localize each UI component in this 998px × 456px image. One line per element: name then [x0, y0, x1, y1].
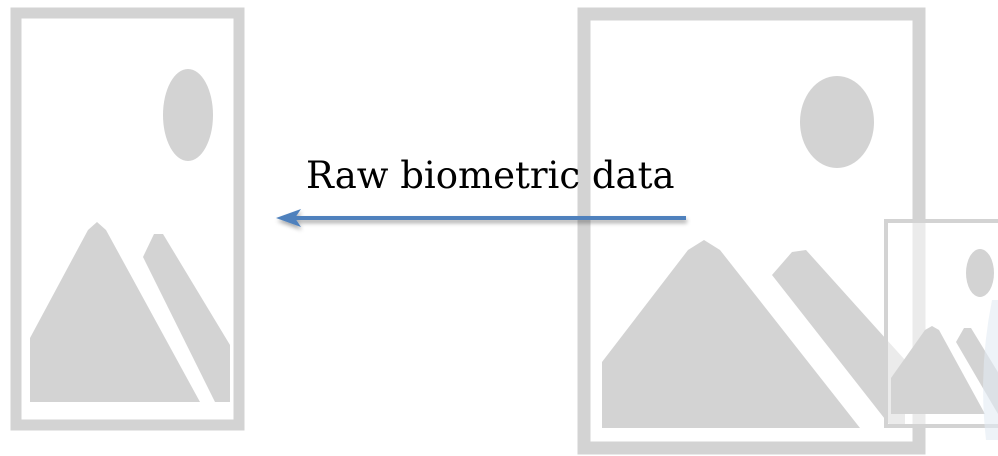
overlay-placeholder-mountain-large — [891, 326, 985, 414]
left-placeholder-mountain-small — [143, 234, 230, 402]
left-placeholder-sun — [163, 69, 213, 161]
overlay-placeholder-frame — [884, 219, 998, 428]
overlay-placeholder-sun — [966, 249, 994, 297]
right-image-placeholder-icon — [577, 7, 998, 455]
flow-arrow-head — [276, 209, 301, 227]
flow-arrow — [276, 209, 686, 227]
left-placeholder-mountain-large — [30, 222, 200, 402]
right-placeholder-mountain-large — [602, 240, 860, 428]
left-placeholder-frame — [10, 7, 245, 431]
right-placeholder-sun — [800, 76, 874, 168]
left-image-placeholder-icon — [10, 7, 245, 431]
flow-label: Raw biometric data — [306, 154, 675, 197]
right-overlay-image-placeholder-icon — [884, 219, 998, 440]
overlay-glare — [983, 300, 998, 440]
right-placeholder-mountain-small — [772, 250, 905, 428]
